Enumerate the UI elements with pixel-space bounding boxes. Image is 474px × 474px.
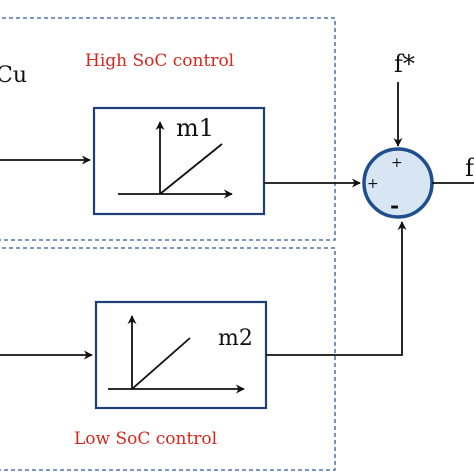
m1-ramp-icon (159, 143, 223, 195)
sign-minus-bottom: - (390, 193, 399, 219)
input-label-cu: Cu (0, 63, 27, 88)
sign-plus-top: + (391, 155, 403, 171)
summing-junction: + + - (362, 147, 434, 219)
block-m1-label: m1 (176, 114, 214, 142)
low-soc-group-border (0, 247, 336, 471)
block-m2: m2 (94, 300, 268, 410)
block-m1-border (92, 106, 266, 216)
block-m1: m1 (92, 106, 266, 216)
high-soc-group: High SoC control Cu m1 (0, 17, 361, 241)
low-soc-group: m2 Low SoC control (0, 221, 407, 471)
reference-label: f* (394, 50, 415, 78)
high-soc-group-border (0, 17, 336, 241)
output-label: f (465, 154, 474, 182)
high-soc-title: High SoC control (85, 51, 234, 71)
sign-plus-left: + (367, 176, 379, 192)
m2-output-line (266, 221, 407, 356)
m2-ramp-icon (131, 337, 191, 390)
block-m2-label: m2 (218, 326, 253, 351)
low-soc-title: Low SoC control (74, 429, 217, 449)
block-m2-border (94, 300, 268, 410)
